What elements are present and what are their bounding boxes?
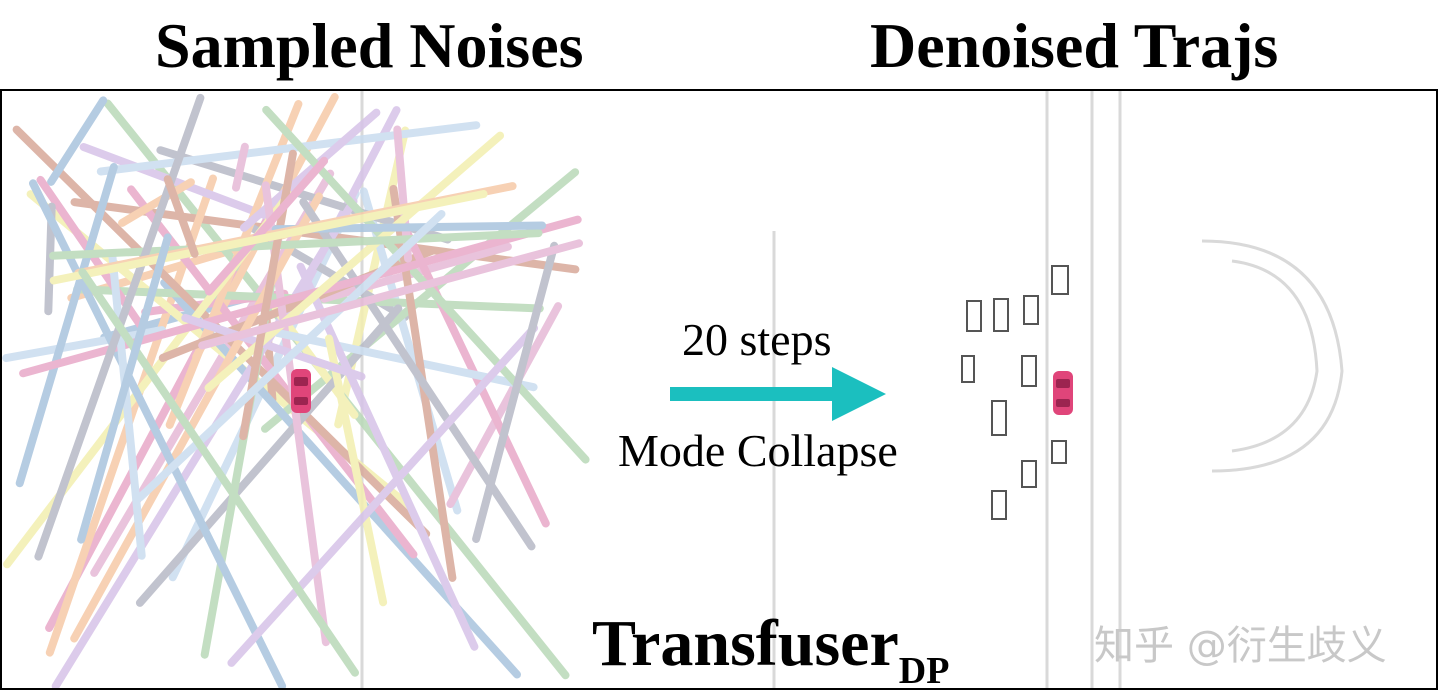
noise-trajectory <box>96 121 481 176</box>
noise-trajectory <box>49 229 543 260</box>
noise-trajectory <box>205 156 329 296</box>
watermark: 知乎 @衍生歧义 <box>1094 623 1387 669</box>
ego-car-right <box>1053 371 1073 415</box>
noise-trajectory <box>181 313 366 381</box>
noise-trajectory <box>163 175 199 258</box>
noise-trajectory <box>472 241 559 543</box>
denoise-arrow <box>670 367 886 421</box>
model-name-main: Transfuser <box>592 607 899 680</box>
noise-trajectory <box>118 178 195 227</box>
sampled-noise-trajectories <box>2 93 590 688</box>
background-map <box>360 91 1344 688</box>
noise-trajectory <box>446 302 563 508</box>
ego-car-left <box>291 369 311 413</box>
noise-trajectory <box>79 143 277 222</box>
noise-trajectory <box>198 239 583 350</box>
noise-trajectory <box>232 142 249 192</box>
model-name: TransfuserDP <box>592 606 950 690</box>
parked-cars <box>961 265 1069 520</box>
sampled-noises-heading: Sampled Noises <box>155 10 584 81</box>
model-name-subscript: DP <box>898 650 950 690</box>
noise-trajectory <box>108 251 146 560</box>
noise-trajectory <box>29 179 287 688</box>
steps-label: 20 steps <box>682 314 832 365</box>
noise-trajectory <box>227 324 539 667</box>
scene-frame: 20 steps Mode Collapse TransfuserDP 知乎 @… <box>0 89 1438 690</box>
noise-trajectory <box>77 233 172 544</box>
scene-canvas <box>2 91 1344 688</box>
denoised-trajs-heading: Denoised Trajs <box>870 10 1279 81</box>
noise-trajectory <box>296 262 479 651</box>
noise-trajectory <box>15 163 118 488</box>
noise-trajectory <box>70 192 323 643</box>
noise-trajectory <box>47 96 108 186</box>
noise-trajectory <box>325 334 388 607</box>
mode-collapse-label: Mode Collapse <box>618 425 898 476</box>
noise-trajectory <box>49 190 488 285</box>
noise-trajectory <box>395 211 550 528</box>
noise-trajectory <box>135 210 446 502</box>
noise-trajectory <box>135 304 403 607</box>
noise-trajectory <box>78 268 359 677</box>
